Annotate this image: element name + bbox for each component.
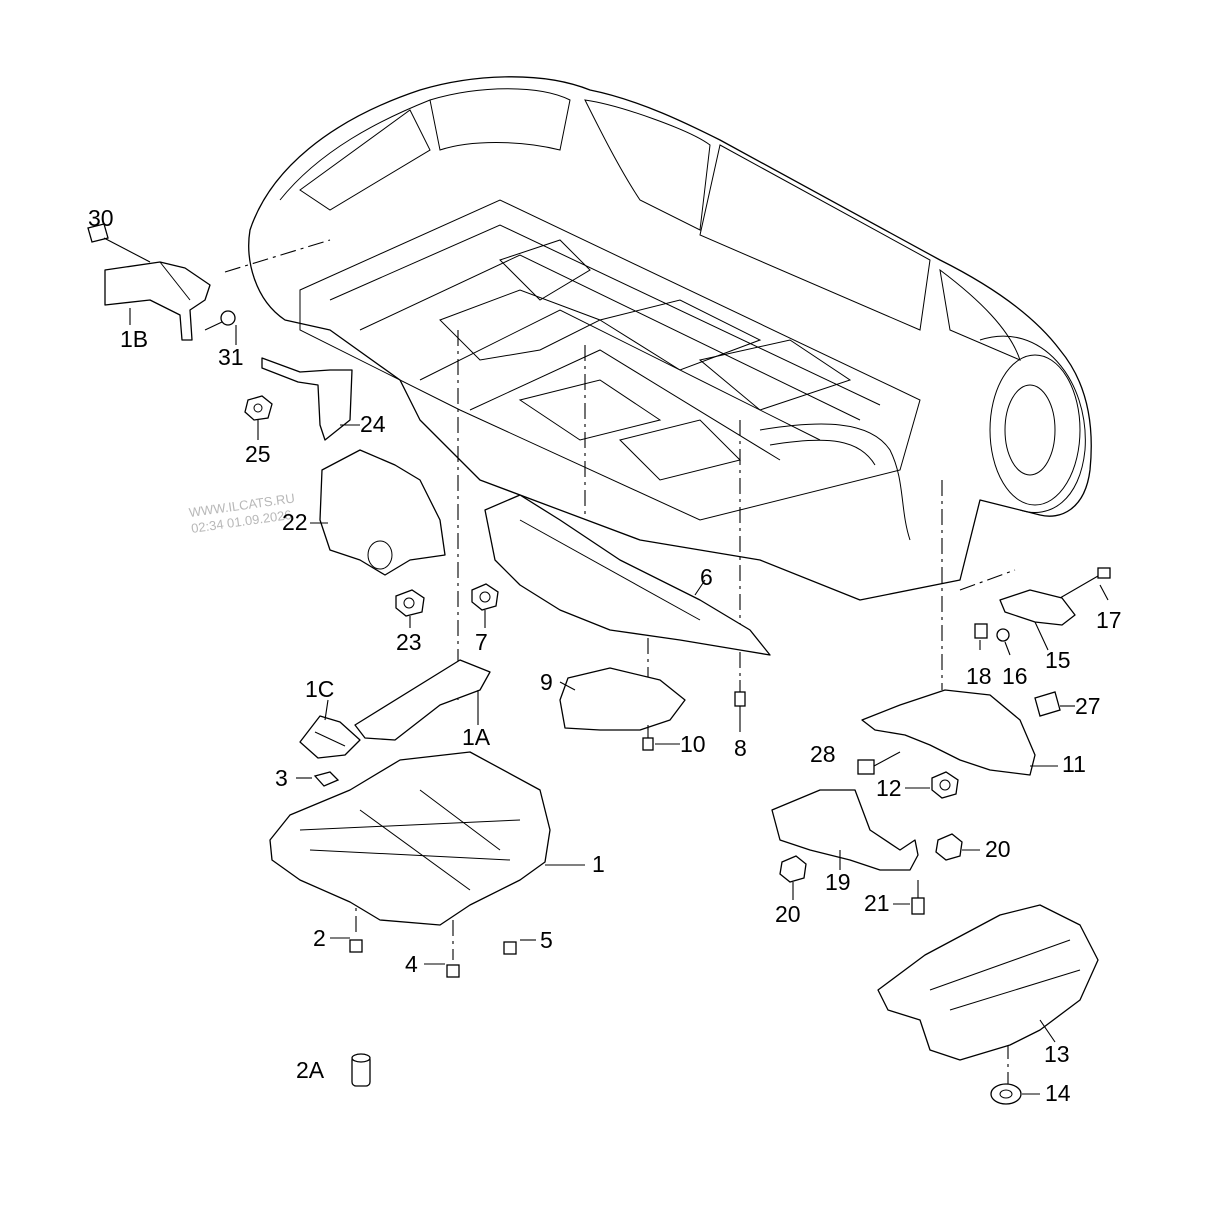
part-9-shield bbox=[559, 667, 686, 731]
part-20-nut-right bbox=[935, 833, 963, 861]
part-1B-bracket bbox=[104, 261, 211, 341]
callout-1: 1 bbox=[592, 851, 605, 877]
callout-1B: 1B bbox=[120, 326, 148, 352]
callout-25: 25 bbox=[245, 441, 271, 467]
part-31-screw bbox=[204, 310, 236, 331]
part-22-shield bbox=[319, 449, 446, 576]
part-7-nut bbox=[471, 583, 499, 611]
callout-labels: 30 1B 31 25 24 22 23 7 6 9 10 8 1C 1A 3 … bbox=[88, 205, 1122, 1106]
line-1B bbox=[224, 239, 331, 273]
callout-12: 12 bbox=[876, 775, 902, 801]
callout-19: 19 bbox=[825, 869, 851, 895]
part-3-clip bbox=[313, 771, 340, 787]
part-18-nut bbox=[974, 623, 988, 639]
callout-1A: 1A bbox=[462, 724, 491, 750]
part-14-nut bbox=[990, 1083, 1022, 1105]
part-2A-insert bbox=[351, 1053, 371, 1087]
callout-10: 10 bbox=[680, 731, 706, 757]
callout-14: 14 bbox=[1045, 1080, 1071, 1106]
callout-7: 7 bbox=[475, 629, 488, 655]
part-24-shield bbox=[261, 357, 353, 441]
part-20-nut-left bbox=[779, 855, 807, 883]
part-11-shield bbox=[861, 689, 1036, 776]
callout-31: 31 bbox=[218, 344, 244, 370]
callout-4: 4 bbox=[405, 951, 418, 977]
part-27-sleeve bbox=[1034, 691, 1061, 717]
callout-1C: 1C bbox=[305, 676, 334, 702]
part-16-washer bbox=[996, 628, 1010, 642]
callout-5: 5 bbox=[540, 927, 553, 953]
part-10-screw bbox=[642, 725, 654, 751]
part-21-screw bbox=[911, 880, 925, 915]
callout-16: 16 bbox=[1002, 663, 1028, 689]
callout-24: 24 bbox=[360, 411, 386, 437]
vehicle-body bbox=[248, 76, 1092, 601]
part-15-bracket bbox=[999, 589, 1076, 626]
callout-18: 18 bbox=[966, 663, 992, 689]
callout-21: 21 bbox=[864, 890, 890, 916]
callout-2: 2 bbox=[313, 925, 326, 951]
leader-lines bbox=[129, 308, 1109, 1095]
callout-20-left: 20 bbox=[775, 901, 801, 927]
part-19-shield bbox=[771, 789, 919, 871]
part-6-shield bbox=[484, 494, 771, 656]
callout-28: 28 bbox=[810, 741, 836, 767]
callout-3: 3 bbox=[275, 765, 288, 791]
part-28-screw bbox=[857, 751, 901, 775]
part-12-nut bbox=[931, 771, 959, 799]
line-15 bbox=[959, 569, 1016, 591]
part-30-bolt bbox=[87, 223, 151, 263]
part-1A-plate bbox=[354, 659, 491, 741]
part-2-screw bbox=[349, 939, 363, 953]
callout-22: 22 bbox=[282, 509, 308, 535]
part-1-cover bbox=[269, 751, 551, 926]
callout-23: 23 bbox=[396, 629, 422, 655]
part-13-cover bbox=[877, 904, 1099, 1061]
part-1C-cover bbox=[299, 715, 361, 759]
callout-27: 27 bbox=[1075, 693, 1101, 719]
part-17-bolt bbox=[1059, 567, 1111, 599]
callout-11: 11 bbox=[1062, 751, 1086, 777]
part-5-screw bbox=[503, 941, 517, 955]
callout-17: 17 bbox=[1096, 607, 1122, 633]
callout-13: 13 bbox=[1044, 1041, 1070, 1067]
callout-30: 30 bbox=[88, 205, 114, 231]
callout-6: 6 bbox=[700, 564, 713, 590]
callout-20-right: 20 bbox=[985, 836, 1011, 862]
callout-8: 8 bbox=[734, 735, 747, 761]
part-25-nut bbox=[244, 395, 273, 421]
callout-2A: 2A bbox=[296, 1057, 325, 1083]
part-4-screw bbox=[446, 964, 460, 978]
part-23-nut bbox=[395, 589, 425, 617]
part-8-screw bbox=[734, 680, 746, 707]
callout-15: 15 bbox=[1045, 647, 1071, 673]
callout-9: 9 bbox=[540, 669, 553, 695]
